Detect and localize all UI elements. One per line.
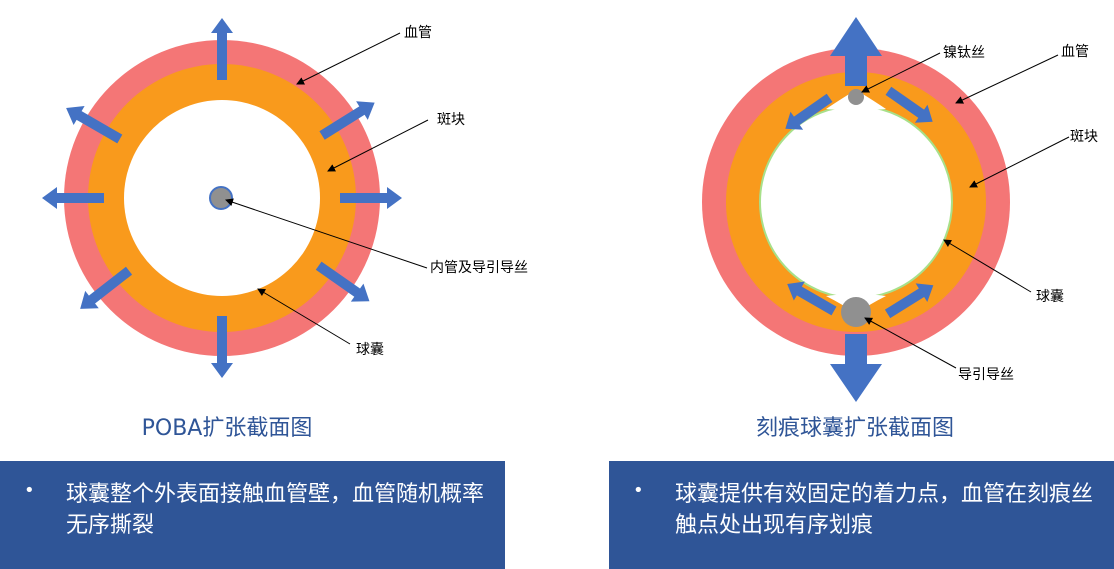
label-balloon: 球囊 xyxy=(1036,288,1064,305)
arrow-icon xyxy=(830,17,882,86)
label-plaque: 斑块 xyxy=(1070,129,1098,145)
label-guidewire: 导引导丝 xyxy=(958,367,1014,383)
leader-line xyxy=(225,198,428,269)
label-balloon: 球囊 xyxy=(356,341,384,358)
poba-description: 球囊整个外表面接触血管壁，血管随机概率无序撕裂 xyxy=(66,482,485,538)
guidewire xyxy=(841,297,871,327)
arrow-icon xyxy=(785,93,833,130)
leader-line xyxy=(257,288,351,345)
scoring-caption: 刻痕球囊扩张截面图 xyxy=(755,416,954,441)
arrow-icon xyxy=(830,334,882,402)
leader-line xyxy=(955,54,1059,104)
arrow-icon xyxy=(66,105,123,144)
leader-line xyxy=(943,239,1032,293)
arrow-icon xyxy=(211,18,233,80)
nitinol-wire xyxy=(848,89,864,105)
scoring-balloon xyxy=(759,105,953,299)
poba-diagram: 血管 斑块 内管及导引导丝 球囊 xyxy=(42,18,528,378)
bullet: • xyxy=(24,480,35,501)
poba-inner-tube-wire xyxy=(209,186,233,210)
leader-line xyxy=(864,317,957,369)
leader-line xyxy=(327,119,429,172)
scoring-pressure-arrows xyxy=(785,17,934,402)
label-nitinol: 镍钛丝 xyxy=(943,45,985,61)
arrow-icon xyxy=(884,283,934,319)
arrow-icon xyxy=(319,101,375,140)
leader-line xyxy=(969,136,1070,188)
poba-caption: POBA扩张截面图 xyxy=(141,416,313,441)
arrow-icon xyxy=(315,261,370,302)
poba-description-panel: • 球囊整个外表面接触血管壁，血管随机概率无序撕裂 xyxy=(0,461,505,569)
label-inner-tube: 内管及导引导丝 xyxy=(430,260,528,276)
bullet: • xyxy=(633,480,644,501)
arrow-icon xyxy=(211,316,233,378)
scoring-diagram: 镍钛丝 血管 斑块 球囊 导引导丝 xyxy=(702,17,1098,402)
leader-line xyxy=(861,52,941,93)
arrow-icon xyxy=(885,86,933,123)
label-vessel: 血管 xyxy=(1061,44,1089,60)
leader-line xyxy=(296,32,401,85)
label-plaque: 斑块 xyxy=(437,112,465,128)
label-vessel: 血管 xyxy=(404,25,432,41)
arrow-icon xyxy=(787,281,837,316)
poba-pressure-arrows xyxy=(42,18,402,378)
scoring-description: 球囊提供有效固定的着力点，血管在刻痕丝触点处出现有序划痕 xyxy=(675,482,1094,538)
arrow-icon xyxy=(80,266,133,309)
arrow-icon xyxy=(42,187,104,209)
scoring-description-panel: • 球囊提供有效固定的着力点，血管在刻痕丝触点处出现有序划痕 xyxy=(609,461,1114,569)
arrow-icon xyxy=(340,187,402,209)
